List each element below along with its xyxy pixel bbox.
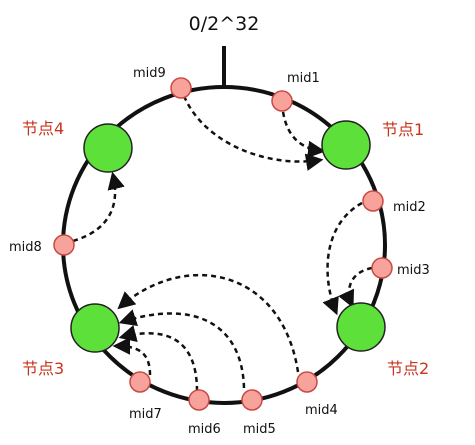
key-label-mid3: mid3 — [397, 263, 430, 278]
key-node-mid4 — [296, 371, 318, 393]
arrow-mid9-to-node1 — [182, 95, 324, 171]
key-label-mid4: mid4 — [305, 403, 338, 418]
key-label-mid5: mid5 — [243, 422, 276, 437]
server-label-1: 节点1 — [382, 120, 424, 139]
key-label-mid8: mid8 — [9, 240, 42, 255]
key-node-mid6 — [188, 389, 210, 411]
arrow-mid5-to-node3 — [118, 309, 246, 389]
key-label-mid1: mid1 — [287, 71, 320, 86]
key-label-mid6: mid6 — [188, 422, 221, 437]
server-node-2 — [336, 302, 386, 352]
key-label-mid9: mid9 — [133, 66, 166, 81]
server-node-3 — [70, 303, 120, 353]
arrow-mid3-to-node2 — [338, 266, 373, 309]
key-node-mid3 — [371, 257, 393, 279]
server-label-2: 节点2 — [387, 359, 429, 378]
key-label-mid7: mid7 — [129, 407, 162, 422]
key-node-mid2 — [362, 190, 384, 212]
arrow-mid8-to-node4 — [72, 171, 125, 243]
key-node-mid7 — [129, 371, 151, 393]
server-label-3: 节点3 — [22, 359, 64, 378]
server-label-4: 节点4 — [22, 119, 64, 138]
key-node-mid8 — [53, 234, 75, 256]
arrow-mid6-to-node3 — [118, 325, 199, 392]
key-node-mid9 — [170, 77, 192, 99]
arrow-mid7-to-node3 — [112, 337, 152, 376]
arrow-mid2-to-node2 — [322, 201, 363, 316]
server-node-4 — [83, 123, 133, 173]
arrow-mid4-to-node3 — [117, 273, 300, 373]
key-node-mid1 — [271, 90, 293, 112]
key-label-mid2: mid2 — [393, 200, 426, 215]
arrow-mid1-to-node1 — [280, 102, 326, 159]
key-node-mid5 — [241, 389, 263, 411]
server-node-1 — [321, 120, 371, 170]
ring-origin-label: 0/2^32 — [189, 13, 260, 35]
